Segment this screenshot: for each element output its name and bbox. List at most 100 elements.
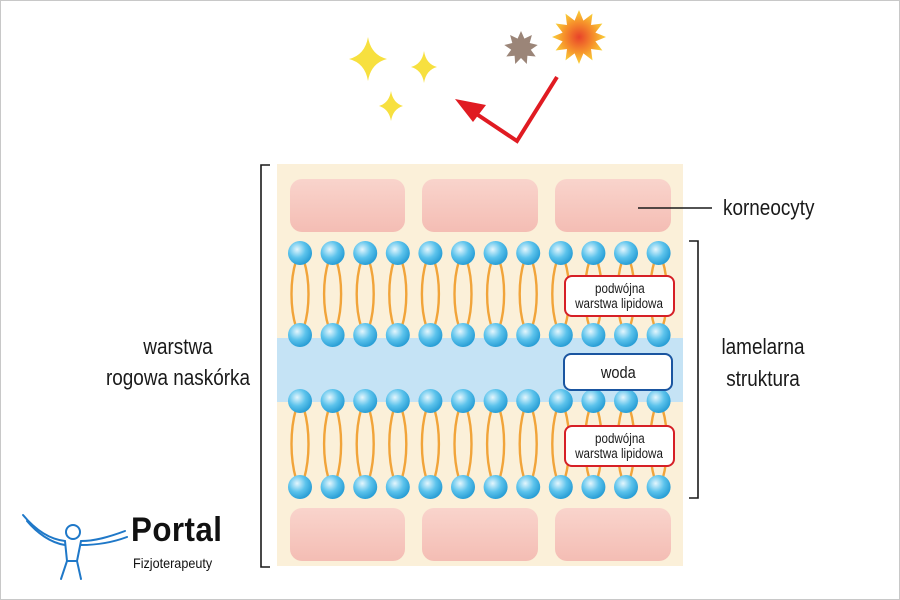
lipid-head bbox=[548, 323, 573, 347]
logo-title: Portal bbox=[131, 511, 223, 549]
lipid-head bbox=[353, 475, 378, 499]
logo-figure-icon bbox=[22, 514, 128, 580]
corneocyte-cell bbox=[290, 179, 405, 232]
lipid-head bbox=[451, 241, 475, 265]
portal-fizjoterapeuty-logo: Portal Fizjoterapeuty bbox=[21, 511, 241, 583]
stratum-corneum-label-line1: warstwa bbox=[143, 334, 213, 359]
lipid-head bbox=[614, 323, 638, 347]
lipid-head bbox=[451, 475, 475, 499]
corneocyte-cell bbox=[422, 179, 538, 232]
lipid-head bbox=[288, 323, 312, 347]
lipid-head bbox=[548, 475, 573, 499]
lipid-head bbox=[516, 323, 541, 347]
sun-icon bbox=[552, 10, 606, 64]
lipid-head bbox=[320, 389, 345, 413]
lipid-head bbox=[548, 389, 573, 413]
corneocytes-bottom-row bbox=[290, 508, 671, 561]
lipid-head bbox=[418, 323, 443, 347]
lipid-tail bbox=[388, 260, 408, 328]
lipid-head bbox=[483, 241, 508, 265]
lipid-head bbox=[353, 323, 378, 347]
lipid-tail bbox=[420, 260, 441, 328]
lipid-head bbox=[385, 323, 410, 347]
corneocytes-top-row bbox=[290, 179, 671, 232]
corneocyte-cell bbox=[422, 508, 538, 561]
lipid-tail bbox=[322, 260, 343, 328]
lipid-head bbox=[385, 475, 410, 499]
lipid-head bbox=[288, 389, 312, 413]
right-bracket bbox=[689, 240, 699, 499]
left-bracket bbox=[260, 164, 270, 568]
lipid-head bbox=[614, 241, 638, 265]
lamellar-structure-label-line2: struktura bbox=[726, 366, 800, 391]
corneocyte-cell bbox=[290, 508, 405, 561]
stratum-corneum-label: warstwa rogowa naskórka bbox=[73, 331, 283, 393]
lipid-tail bbox=[518, 260, 538, 328]
corneocyte-cell bbox=[555, 179, 671, 232]
lipid-head bbox=[646, 475, 671, 499]
corneocytes-label: korneocyty bbox=[723, 195, 815, 220]
lipid-tail bbox=[518, 408, 538, 480]
lipid-head bbox=[483, 475, 508, 499]
stratum-corneum-label-line2: rogowa naskórka bbox=[105, 365, 251, 390]
lipid-head bbox=[353, 241, 378, 265]
lipid-head bbox=[451, 389, 475, 413]
corneocyte-cell bbox=[555, 508, 671, 561]
lipid-head bbox=[646, 241, 671, 265]
lipid-head bbox=[614, 389, 638, 413]
lipid-heads bbox=[288, 241, 671, 499]
lipid-head bbox=[418, 389, 443, 413]
lipid-tail bbox=[290, 408, 310, 480]
lipid-head bbox=[581, 241, 606, 265]
lipid-head bbox=[581, 475, 606, 499]
lipid-head bbox=[320, 323, 345, 347]
lipid-head bbox=[548, 241, 573, 265]
lipid-tail bbox=[453, 408, 473, 480]
deflection-arrow-icon bbox=[455, 75, 559, 144]
lipid-head bbox=[385, 389, 410, 413]
lipid-head bbox=[483, 389, 508, 413]
lipid-head bbox=[581, 389, 606, 413]
lipid-head bbox=[320, 475, 345, 499]
lipid-head bbox=[516, 241, 541, 265]
lipid-tail bbox=[485, 260, 506, 328]
lipid-bilayer-tag-bottom-line2: warstwa lipidowa bbox=[575, 446, 664, 461]
lipid-head bbox=[288, 475, 312, 499]
lipid-head bbox=[320, 241, 345, 265]
lipid-bilayer-tag-top-line1: podwójna bbox=[594, 281, 645, 296]
lipid-bilayer-tag-top-line2: warstwa lipidowa bbox=[575, 296, 664, 311]
lipid-bilayer-tag-bottom: podwójna warstwa lipidowa bbox=[564, 425, 675, 467]
pollutant-particle-icon bbox=[504, 31, 538, 64]
sparkle-icon bbox=[379, 91, 403, 121]
lipid-head bbox=[581, 323, 606, 347]
water-tag-label: woda bbox=[600, 362, 636, 382]
lipid-tail bbox=[453, 260, 473, 328]
lipid-head bbox=[385, 241, 410, 265]
lamellar-structure-label: lamelarna struktura bbox=[693, 331, 833, 395]
sparkle-icon bbox=[349, 37, 387, 81]
lipid-head bbox=[451, 323, 475, 347]
lipid-tail bbox=[355, 260, 375, 328]
water-tag: woda bbox=[563, 353, 673, 391]
lipid-bilayer-tag-top: podwójna warstwa lipidowa bbox=[564, 275, 675, 317]
lamellar-structure-label-line1: lamelarna bbox=[721, 334, 805, 359]
lipid-head bbox=[614, 475, 638, 499]
lipid-bilayer-tag-bottom-line1: podwójna bbox=[594, 431, 645, 446]
lipid-tail bbox=[485, 408, 506, 480]
lipid-tail bbox=[388, 408, 408, 480]
lipid-tail bbox=[290, 260, 310, 328]
lipid-head bbox=[483, 323, 508, 347]
lipid-head bbox=[288, 241, 312, 265]
sparkle-icon bbox=[411, 51, 437, 83]
lipid-head bbox=[516, 389, 541, 413]
lipid-tail bbox=[322, 408, 343, 480]
lipid-tail bbox=[355, 408, 375, 480]
lipid-head bbox=[646, 323, 671, 347]
lipid-head bbox=[353, 389, 378, 413]
lipid-head bbox=[418, 475, 443, 499]
lipid-head bbox=[646, 389, 671, 413]
logo-subtitle: Fizjoterapeuty bbox=[133, 555, 213, 571]
lipid-head bbox=[418, 241, 443, 265]
